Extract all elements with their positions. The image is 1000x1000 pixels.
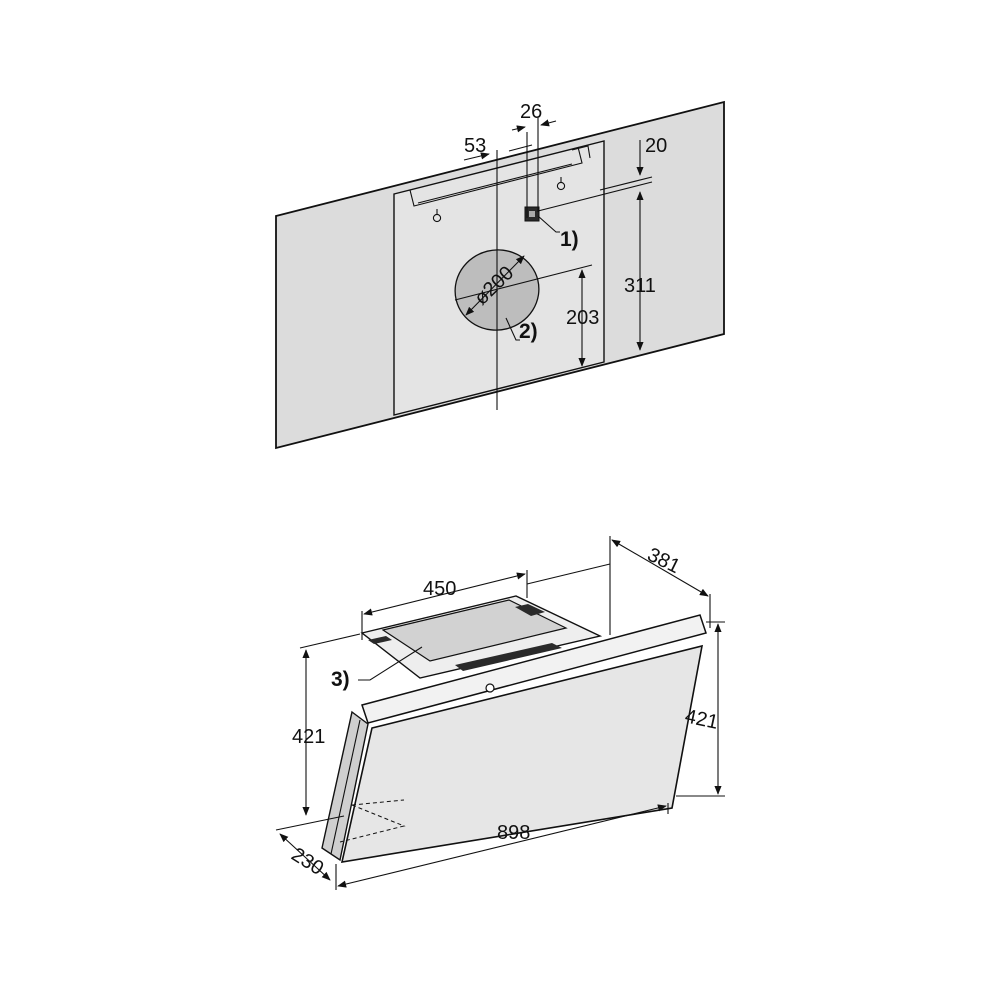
hood-view: 450 381 421 421 898 230 3) (275, 536, 725, 890)
dim-381: 381 (644, 544, 684, 578)
callout-2: 2) (519, 320, 538, 343)
dim-230: 230 (287, 844, 327, 880)
keyhole-right-icon (556, 177, 566, 191)
dim-26: 26 (520, 101, 542, 123)
plate-bracket (409, 145, 591, 207)
control-knob-icon (485, 683, 495, 693)
dim-898: 898 (497, 822, 530, 844)
dim-20: 20 (645, 135, 667, 157)
wall-view: 53 26 20 311 203 ø200 1) 2) (275, 100, 725, 450)
callout-3: 3) (331, 668, 350, 691)
dim-311: 311 (624, 275, 656, 297)
callout-1: 1) (560, 228, 579, 251)
hood-top-rail (361, 614, 707, 724)
dim-421-right: 421 (683, 705, 720, 733)
dim-203: 203 (566, 307, 599, 329)
keyhole-left-icon (432, 209, 442, 223)
dim-53: 53 (464, 135, 486, 157)
dim-421-left: 421 (292, 726, 325, 748)
dim-450: 450 (423, 578, 456, 600)
